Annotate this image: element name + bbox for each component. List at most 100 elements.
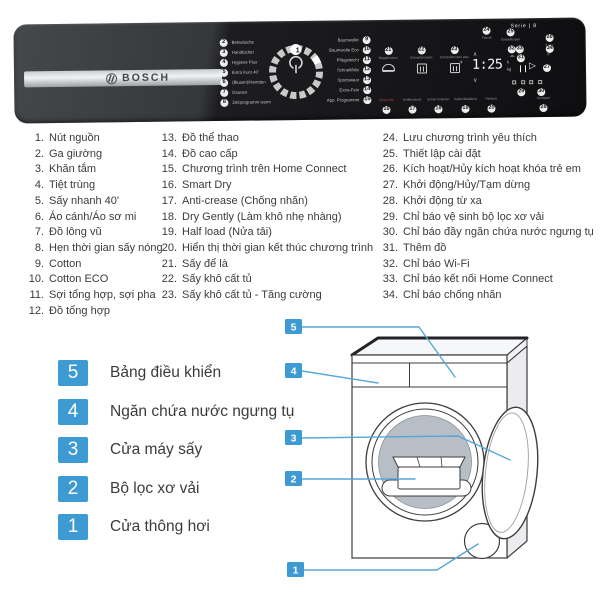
legend-label: Bảng điều khiển xyxy=(110,364,222,381)
callout-square-3 xyxy=(285,430,302,445)
dryness-option: 23 Schranktrocken plus xyxy=(438,46,471,74)
panel-option: Knitterschutz 17 xyxy=(397,97,427,114)
parts-list-item: 29. Chỉ báo vệ sinh bộ lọc xơ vải xyxy=(376,210,594,226)
item-label: Nút nguồn xyxy=(49,132,100,144)
callout-number-badge: 10 xyxy=(362,46,371,55)
power-icon xyxy=(289,55,303,69)
panel-button: 24 Favorit xyxy=(474,26,498,40)
pause-icon xyxy=(519,65,527,73)
parts-list-item: 9. Cotton xyxy=(24,257,163,273)
callout-number-badge: 24 xyxy=(482,26,491,35)
item-label: Áo cánh/Áo sơ mi xyxy=(49,210,137,223)
program-label-row: App. Programme 15 xyxy=(276,95,372,106)
dryness-option: 21 Bügeltrocken xyxy=(372,46,405,75)
parts-list-item: 18. Dry Gently (Làm khô nhẹ nhàng) xyxy=(155,210,373,226)
item-number: 17. xyxy=(161,194,177,207)
parts-list-item: 10. Cotton ECO xyxy=(24,272,163,288)
item-label: Đồ cao cấp xyxy=(182,147,238,160)
parts-list-item: 16. Smart Dry xyxy=(155,178,373,194)
time-down-chevron-icon: ∨ xyxy=(473,77,478,84)
panel-option: Fertig in 20 xyxy=(476,97,506,113)
parts-list-item: 33. Chỉ báo kết nối Home Connect xyxy=(376,272,594,288)
legend-item: 4 Ngăn chứa nước ngưng tụ xyxy=(58,398,295,425)
button-label: Favorit xyxy=(481,35,492,40)
item-number: 15. xyxy=(161,163,177,176)
parts-list-item: 5. Sấy nhanh 40' xyxy=(24,194,163,210)
legend-item: 1 Cửa thông hơi xyxy=(58,514,294,540)
parts-list-item: 4. Tiệt trùng xyxy=(24,178,163,194)
legend-number-badge: 5 xyxy=(58,360,88,386)
program-label: Bettwäsche xyxy=(231,39,254,45)
callout-number-badge: 14 xyxy=(363,86,372,95)
legend-label: Ngăn chứa nước ngưng tụ xyxy=(110,402,295,420)
option-label: Bügeltrocken xyxy=(379,55,398,61)
panel-option: Halbe Beladung 19 xyxy=(450,96,480,113)
item-label: Sấy nhanh 40' xyxy=(49,194,119,207)
bosch-logo-icon xyxy=(104,71,119,86)
option-label: Smart Dry xyxy=(379,97,394,103)
parts-list-item: 8. Hẹn thời gian sấy nóng xyxy=(24,241,163,257)
reload-callout-number: 31 xyxy=(516,54,525,63)
parts-list-item: 15. Chương trình trên Home Connect xyxy=(155,162,373,178)
program-label: Baumwolle Eco xyxy=(329,47,359,53)
parts-list-item: 27. Khởi động/Hủy/Tạm dừng xyxy=(376,178,594,194)
item-number: 18. xyxy=(161,210,177,223)
callout-number: 1 xyxy=(293,565,299,577)
program-label-row: 4 Hygiene Plus xyxy=(219,57,271,68)
callout-number: 3 xyxy=(291,433,297,445)
parts-list-item: 2. Ga giường xyxy=(24,147,163,163)
option-label: Knitterschutz xyxy=(403,97,422,102)
program-label: (Blusen)/Hemden xyxy=(232,79,266,85)
parts-list-item: 19. Half load (Nửa tải) xyxy=(155,225,373,241)
panel-option: Fernstart 28 xyxy=(528,95,558,112)
parts-list-item: 23. Sấy khô cất tủ - Tăng cường xyxy=(155,288,373,304)
program-label-row: 7 Daunen xyxy=(220,87,271,98)
callout-number-badge: 13 xyxy=(363,76,372,85)
item-label: Hiển thị thời gian kết thúc chương trình xyxy=(182,241,374,254)
callout-number-badge: 12 xyxy=(362,66,372,75)
item-label: Dry Gently (Làm khô nhẹ nhàng) xyxy=(182,210,342,223)
parts-list-item: 12. Đồ tổng hợp xyxy=(24,304,163,320)
item-number: 4. xyxy=(34,179,44,192)
cabinet-dry-icon xyxy=(416,63,427,74)
callout-number-badge: 5 xyxy=(219,68,229,77)
parts-list-column-1: 1. Nút nguồn 2. Ga giường 3. Khăn tắm 4.… xyxy=(24,131,163,319)
item-number: 9. xyxy=(34,257,44,270)
item-number: 11. xyxy=(29,289,44,302)
program-label: Extra-Fein xyxy=(339,87,360,93)
item-number: 27. xyxy=(382,179,398,192)
callout-number: 4 xyxy=(291,366,297,378)
parts-list-item: 34. Chỉ báo chống nhăn xyxy=(376,288,594,304)
dryness-level-options: 21 Bügeltrocken 22 Schranktrocken 23 Sch… xyxy=(372,46,471,74)
parts-list-item: 13. Đồ thể thao xyxy=(155,131,373,147)
leader-line-1 xyxy=(303,543,479,571)
option-label: Fernstart xyxy=(536,95,550,101)
item-number: 30. xyxy=(382,226,398,239)
right-program-list: Baumwolle 9 Baumwolle Eco 10 Pflegeleich… xyxy=(276,35,372,106)
item-number: 31. xyxy=(382,241,398,254)
item-number: 26. xyxy=(382,163,398,176)
power-callout-number: 1 xyxy=(296,47,300,54)
option-label: Halbe Beladung xyxy=(453,96,477,102)
program-label: Handtücher xyxy=(231,49,255,55)
parts-list-item: 24. Lưu chương trình yêu thích xyxy=(376,131,594,147)
callout-square-5 xyxy=(285,319,302,334)
item-number: 2. xyxy=(34,147,44,160)
item-label: Lưu chương trình yêu thích xyxy=(403,132,537,144)
legend-label: Cửa máy sấy xyxy=(110,441,203,458)
callout-square-2 xyxy=(285,471,302,486)
dryer-diagram: 5 4 3 2 1 xyxy=(282,315,540,586)
callout-number-badge: 6 xyxy=(220,78,229,87)
item-label: Thiết lập cài đặt xyxy=(403,147,481,160)
parts-list-item: 22. Sấy khô cất tủ xyxy=(155,272,373,288)
display-unit-hours: h xyxy=(506,59,510,65)
item-number: 19. xyxy=(161,226,177,239)
legend-number-badge: 3 xyxy=(58,437,88,463)
item-number: 32. xyxy=(382,257,398,270)
callout-number-badge: 29 xyxy=(517,88,526,97)
dryer-top-face xyxy=(351,337,528,356)
parts-list-item: 32. Chỉ báo Wi-Fi xyxy=(376,257,594,273)
item-label: Chỉ báo Wi-Fi xyxy=(403,257,470,270)
legend-item: 3 Cửa máy sấy xyxy=(58,437,294,463)
item-number: 29. xyxy=(382,210,398,223)
